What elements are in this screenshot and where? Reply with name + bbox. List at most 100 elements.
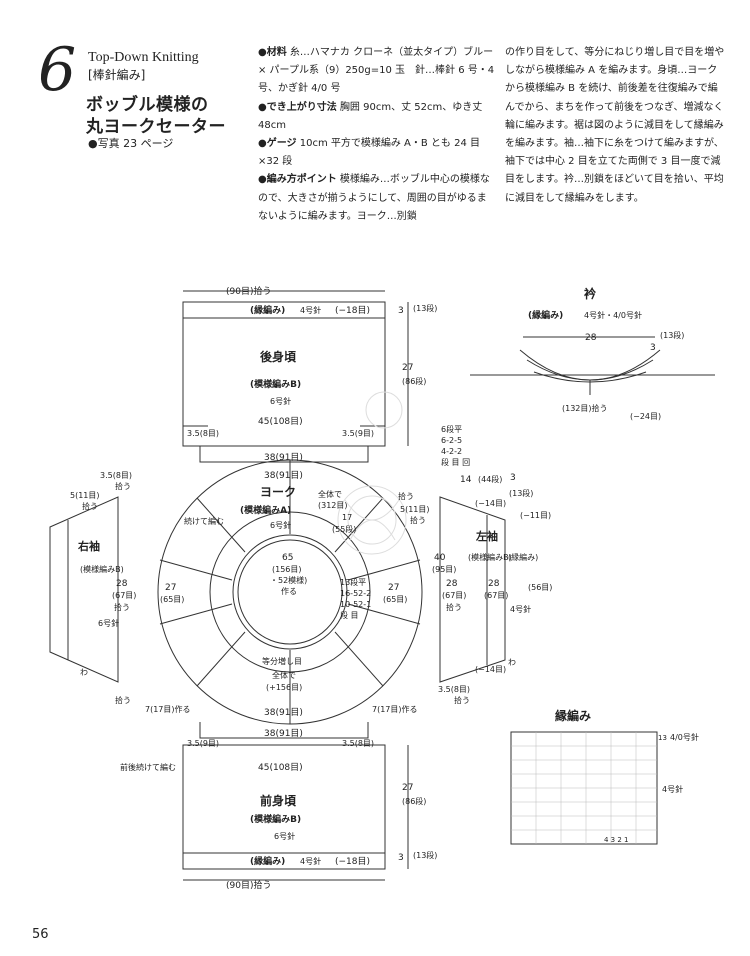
back-body-outline: [182, 301, 386, 447]
yoke-left-depth: 27: [165, 583, 176, 593]
dec-flat-rows: 6段平: [441, 424, 462, 434]
page-title-line1: ボッブル模様の: [86, 95, 209, 115]
left-sleeve-width: 40: [434, 553, 446, 563]
left-sleeve-lower-stitches: (67目): [484, 591, 508, 600]
back-edge-dec: (−18目): [335, 305, 370, 316]
left-sleeve-edge: (縁編み): [508, 552, 538, 562]
left-sleeve-edge-needle: 4号針: [510, 604, 531, 614]
left-sleeve-cuff-stitches: (56目): [528, 583, 552, 592]
yoke-total-label: 全体で: [318, 489, 342, 499]
left-sleeve-loop-mark: わ: [508, 658, 516, 667]
yoke-right-stitches: (65目): [383, 595, 407, 604]
collar-needle: 4号針・4/0号針: [584, 310, 642, 320]
left-sleeve-dec-bottom: (−14目): [475, 665, 506, 674]
right-sleeve-stitches: (67目): [112, 591, 136, 600]
right-sleeve-pick-top: 3.5(8目): [100, 471, 132, 480]
left-sleeve-width-stitches: (95目): [432, 565, 456, 574]
neck-circumference: 65: [282, 553, 293, 563]
yoke-pattern: (模様編みA): [240, 504, 291, 516]
front-body-outline: [182, 744, 386, 870]
neck-make: 作る: [281, 586, 297, 596]
yoke-inc-row1: 16-52-2: [340, 589, 371, 598]
collar-dec: (−24目): [630, 412, 661, 421]
collar-pick: (132目)拾う: [562, 403, 608, 413]
right-sleeve-gusset-pick-label: 拾う: [82, 501, 98, 511]
gauge-label: ●ゲージ: [258, 138, 297, 150]
front-edge-label: (縁編み): [250, 855, 285, 867]
yarn-ball-icon: [337, 391, 407, 555]
back-edge-rows: (13段): [413, 303, 437, 313]
yoke-inc-flat: 13段平: [340, 577, 366, 587]
size-text: 胸囲 90cm、丈 52cm、ゆき丈 48cm: [258, 101, 483, 131]
right-sleeve-needle: 6号針: [98, 618, 119, 628]
back-edge-needle: 4号針: [300, 305, 321, 315]
left-sleeve-upper-stitches: (67目): [442, 591, 466, 600]
yoke-total-stitches: (312目): [318, 501, 348, 510]
inc-total-stitches: (+156目): [266, 683, 302, 692]
left-sleeve-length: 14: [460, 475, 472, 485]
right-sleeve-title: 右袖: [77, 539, 100, 553]
front-body-pattern: (模様編みB): [250, 813, 301, 825]
back-body-pattern: (模様編みB): [250, 378, 301, 390]
pattern-number: 6: [38, 35, 77, 105]
yoke-inc-header: 段 目: [340, 610, 359, 620]
yoke-rows: (55段): [332, 524, 356, 534]
front-edge-rows-num: 3: [398, 853, 404, 863]
left-sleeve-gusset-pick: 5(11目): [400, 505, 430, 514]
right-sleeve-loop-mark: わ: [80, 668, 88, 677]
front-edge-rows: (13段): [413, 850, 437, 860]
left-gusset: 7(17目)作る: [372, 704, 418, 714]
yoke-top-width: 38(91目): [264, 470, 303, 481]
left-sleeve-dec-top: (−14目): [475, 499, 506, 508]
instructions-column-2: の作り目をして、等分にねじり増し目で目を増やしながら模様編み A を編みます。身…: [505, 47, 725, 204]
back-rows: (86段): [402, 376, 426, 386]
back-left-dec: 3.5(8目): [187, 429, 219, 438]
collar-width: 28: [585, 333, 597, 343]
front-hem-pick: (90目)拾う: [226, 879, 271, 891]
collar-rows-num: 3: [650, 343, 656, 353]
left-sleeve-dec-cuff: (−11目): [520, 511, 551, 520]
edging-chart-knit-needle: 4号針: [662, 784, 683, 794]
yoke-height: 17: [342, 513, 352, 522]
front-top-width: 38(91目): [264, 728, 303, 739]
inc-total-label: 全体で: [272, 670, 296, 680]
yoke-inc-row2: 10-52-1: [340, 600, 371, 609]
back-body-needle: 6号針: [270, 396, 291, 406]
yoke-title: ヨーク: [260, 485, 296, 499]
dec-row-header: 段 目 回: [441, 457, 470, 467]
photo-reference: ●写真 23 ページ: [88, 137, 174, 150]
right-gusset: 7(17目)作る: [145, 704, 191, 714]
front-body-title: 前身頃: [260, 793, 297, 808]
materials-label: ●材料: [258, 47, 287, 58]
right-sleeve-gusset-pick: 5(11目): [70, 491, 100, 500]
right-sleeve-outline: [49, 496, 119, 683]
dec-row-1: 6-2-5: [441, 436, 462, 445]
left-sleeve-lower: 28: [488, 579, 500, 589]
front-continue-note: 前後続けて編む: [120, 762, 176, 772]
yoke-bottom-width: 38(91目): [264, 707, 303, 718]
back-hem-pick: (90目)拾う: [226, 285, 271, 297]
left-sleeve-title: 左袖: [475, 529, 498, 543]
back-height: 27: [402, 363, 413, 373]
right-sleeve-pick-bottom-label: 拾う: [115, 695, 131, 705]
points-label: ●編み方ポイント: [258, 174, 337, 186]
dec-row-2: 4-2-2: [441, 447, 462, 456]
front-rows: (86段): [402, 796, 426, 806]
left-sleeve-pattern: (模様編みB): [468, 552, 512, 562]
size-label: ●でき上がり寸法: [258, 101, 337, 113]
back-edge-rows-num: 3: [398, 306, 404, 316]
left-sleeve-pick-top-label: 拾う: [398, 491, 414, 501]
left-sleeve-edge-rows-num: 3: [510, 473, 516, 483]
left-sleeve-upper: 28: [446, 579, 458, 589]
left-sleeve-pick-bottom: 3.5(8目): [438, 685, 470, 694]
front-width: 45(108目): [258, 762, 303, 773]
front-edge-needle: 4号針: [300, 856, 321, 866]
page-number: 56: [32, 927, 49, 942]
neck-circle: [232, 534, 348, 650]
collar-title: 衿: [584, 286, 596, 301]
back-body-title: 後身頃: [260, 349, 297, 364]
neck-stitches: (156目): [272, 565, 302, 574]
collar-rows: (13段): [660, 330, 684, 340]
right-sleeve-pick: 拾う: [114, 602, 130, 612]
